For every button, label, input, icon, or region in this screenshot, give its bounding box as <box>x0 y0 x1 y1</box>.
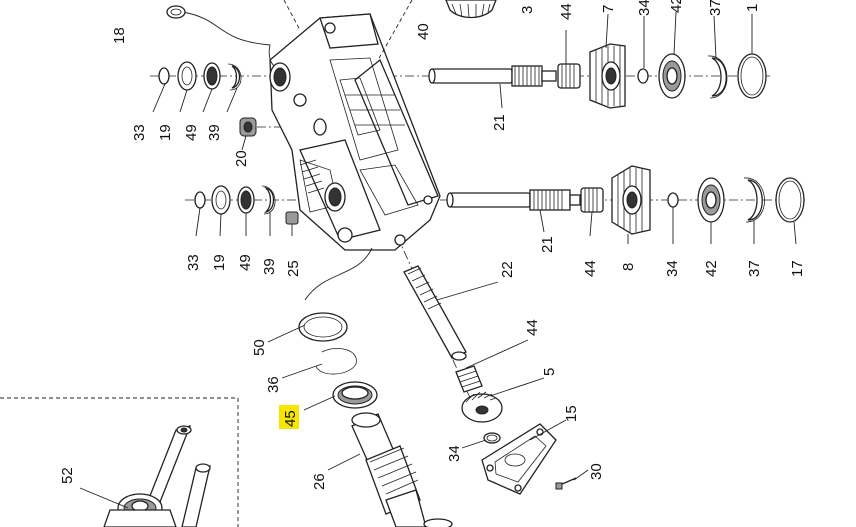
label-42-mid: 42 <box>703 260 720 277</box>
middle-gear-8 <box>611 165 651 235</box>
middle-bearing-44 <box>580 187 604 213</box>
seal-50 <box>298 312 348 342</box>
inset-box <box>0 397 239 527</box>
upper-gear-7 <box>589 43 626 109</box>
bearing-45 <box>332 381 378 409</box>
nut-25 <box>285 211 299 225</box>
label-25: 25 <box>285 260 302 277</box>
label-22: 22 <box>499 261 516 278</box>
label-37-top: 37 <box>707 0 724 16</box>
gear-26 <box>351 412 453 527</box>
label-34-mid: 34 <box>664 260 681 277</box>
label-20: 20 <box>233 150 250 167</box>
middle-shaft-21 <box>446 189 581 211</box>
label-18: 18 <box>111 27 128 44</box>
lower-bearing-44 <box>455 365 483 393</box>
label-5: 5 <box>541 368 558 376</box>
gear-3 <box>445 0 497 19</box>
label-7: 7 <box>600 5 617 13</box>
upper-bearing-44 <box>557 63 581 89</box>
callout-leaders <box>79 11 797 509</box>
label-21-top: 21 <box>491 114 508 131</box>
label-34-top: 34 <box>636 0 653 16</box>
label-15: 15 <box>563 405 580 422</box>
label-44-low: 44 <box>524 319 541 336</box>
label-33-top: 33 <box>131 124 148 141</box>
label-40: 40 <box>415 23 432 40</box>
label-36: 36 <box>265 376 282 393</box>
dashed-leaders <box>182 0 413 301</box>
callout-labels: 18 40 3 44 7 34 42 37 1 33 19 49 39 21 2… <box>59 0 806 490</box>
upper-left-stack <box>158 61 242 91</box>
snap-ring-36 <box>315 348 357 375</box>
label-52: 52 <box>59 467 76 484</box>
label-30: 30 <box>588 463 605 480</box>
label-19-top: 19 <box>157 124 174 141</box>
label-8: 8 <box>620 263 637 271</box>
label-49-top: 49 <box>183 124 200 141</box>
upper-right-stack <box>637 53 767 99</box>
label-49-mid: 49 <box>237 254 254 271</box>
cover-plate-15 <box>481 423 557 495</box>
middle-right-stack <box>667 177 805 223</box>
seal-18 <box>166 5 186 19</box>
label-44-top: 44 <box>558 3 575 20</box>
label-3: 3 <box>519 6 536 14</box>
ring-34-lower <box>483 432 501 444</box>
label-21-mid: 21 <box>539 236 556 253</box>
highlight-45 <box>279 405 299 429</box>
label-26: 26 <box>311 473 328 490</box>
label-50: 50 <box>251 339 268 356</box>
screw-30 <box>555 477 577 490</box>
label-33-mid: 33 <box>185 254 202 271</box>
label-39-top: 39 <box>206 124 223 141</box>
label-37-mid: 37 <box>746 260 763 277</box>
bushing-20 <box>239 117 257 137</box>
gearbox-housing <box>269 13 441 251</box>
upper-shaft-21 <box>428 65 557 87</box>
label-39-mid: 39 <box>261 258 278 275</box>
label-17: 17 <box>789 260 806 277</box>
label-45: 45 <box>282 410 299 427</box>
label-42-top: 42 <box>668 0 685 13</box>
label-44-mid: 44 <box>582 260 599 277</box>
label-19-mid: 19 <box>211 254 228 271</box>
label-34-low: 34 <box>446 445 463 462</box>
input-shaft-22 <box>403 265 467 361</box>
pinion-gear-5 <box>461 391 503 423</box>
label-1-top: 1 <box>744 4 761 12</box>
